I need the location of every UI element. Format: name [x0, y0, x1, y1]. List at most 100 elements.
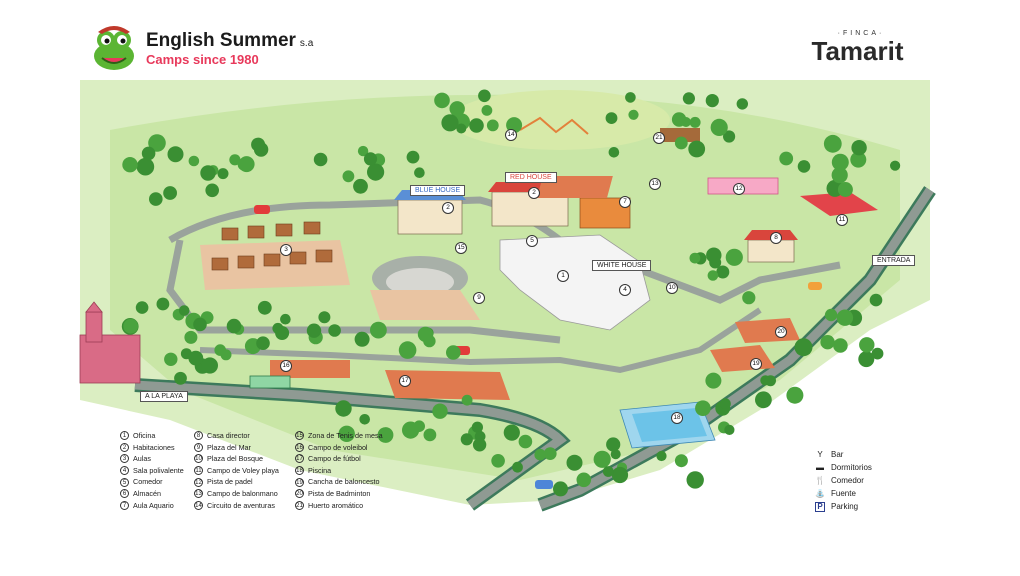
map-marker-11: 11: [836, 214, 848, 226]
tree: [357, 145, 369, 157]
symbol-legend-item: ⛲Fuente: [815, 487, 872, 500]
tree: [779, 151, 794, 166]
dormitory-icon: ▬: [816, 462, 824, 472]
tree: [156, 297, 170, 311]
tree: [593, 450, 611, 468]
legend-number: 13: [194, 489, 203, 499]
tree: [377, 427, 394, 443]
tree: [353, 178, 368, 194]
tree: [164, 352, 178, 366]
tree: [869, 293, 883, 307]
legend-label: Cancha de baloncesto: [308, 477, 380, 487]
car-red-1: [254, 205, 270, 214]
tree: [689, 116, 701, 128]
map-marker-12: 12: [733, 183, 745, 195]
tree: [280, 313, 291, 325]
brand-tagline: Camps since 1980: [146, 52, 259, 67]
white-house-building: [499, 234, 651, 331]
legend-number: 2: [120, 442, 129, 452]
tree: [486, 119, 499, 132]
symbol-legend-label: Dormitorios: [831, 463, 872, 472]
map-marker-20: 20: [775, 326, 787, 338]
legend-label: Plaza del Mar: [207, 442, 251, 452]
dining-icon: 🍴: [815, 475, 825, 485]
west-loop-road: [166, 239, 561, 344]
tree: [686, 471, 704, 489]
tree: [342, 170, 355, 183]
tree: [456, 123, 467, 134]
tree: [576, 472, 592, 488]
tree: [135, 301, 149, 314]
tree: [705, 94, 719, 108]
legend-label: Circuito de aventuras: [207, 500, 275, 510]
legend-label: Campo de balonmano: [207, 488, 278, 498]
tree: [338, 425, 355, 442]
tree: [605, 112, 618, 124]
tree: [534, 448, 546, 461]
legend-number: 6: [120, 489, 129, 499]
beach-volley-court: [800, 192, 878, 216]
legend-item: 15 Zona de Tenis de mesa: [295, 430, 383, 442]
legend-label: Pista de padel: [207, 477, 253, 487]
legend-number: 18: [295, 466, 304, 476]
tree: [226, 318, 242, 334]
legend-number: 15: [295, 431, 304, 441]
legend-number: 3: [120, 454, 129, 464]
legend-number: 14: [194, 500, 203, 510]
map-marker-3: 3: [280, 244, 292, 256]
tree: [205, 183, 219, 198]
tree: [890, 160, 901, 171]
tree: [257, 300, 272, 315]
tree: [823, 134, 842, 153]
pool-water: [632, 408, 707, 442]
car-orange: [808, 282, 822, 290]
tree: [402, 421, 420, 439]
tree: [481, 105, 493, 116]
legend-label: Huerto aromático: [308, 500, 364, 510]
legend-label: Campo de voleibol: [308, 442, 368, 452]
legend-number: 8: [194, 431, 203, 441]
tree: [253, 142, 269, 157]
tree: [200, 165, 216, 181]
legend-label: Comedor: [133, 477, 163, 487]
bar-icon: Y: [817, 449, 823, 459]
bus: [249, 375, 291, 389]
legend-label: Zona de Tenis de mesa: [308, 431, 383, 440]
tree: [446, 345, 461, 360]
legend-label: Aulas: [133, 454, 151, 464]
tree: [478, 89, 491, 103]
map-marker-1: 1: [557, 270, 569, 282]
tree: [553, 481, 568, 497]
map-marker-5: 5: [526, 235, 538, 247]
herb-garden: [660, 128, 700, 142]
tree: [786, 386, 804, 404]
legend-item: 14 Circuito de aventuras: [194, 500, 279, 512]
legend-label: Casa director: [207, 431, 250, 440]
map-marker-7: 7: [619, 196, 631, 208]
frog-mascot-icon: [94, 26, 134, 70]
legend-number: 20: [295, 489, 304, 499]
legend-label: Sala polivalente: [133, 465, 184, 475]
label-white-house: WHITE HOUSE: [592, 260, 652, 271]
tree: [836, 309, 854, 326]
tree: [370, 321, 387, 339]
tree: [820, 335, 835, 350]
tree: [543, 447, 557, 460]
tree: [363, 152, 378, 166]
tree: [335, 400, 352, 417]
legend-label: Pista de Badminton: [308, 488, 371, 498]
legend-item: 3 Aulas: [120, 453, 184, 465]
tree: [184, 330, 198, 344]
legend-label: Oficina: [133, 431, 156, 440]
legend-label: Piscina: [308, 465, 332, 475]
